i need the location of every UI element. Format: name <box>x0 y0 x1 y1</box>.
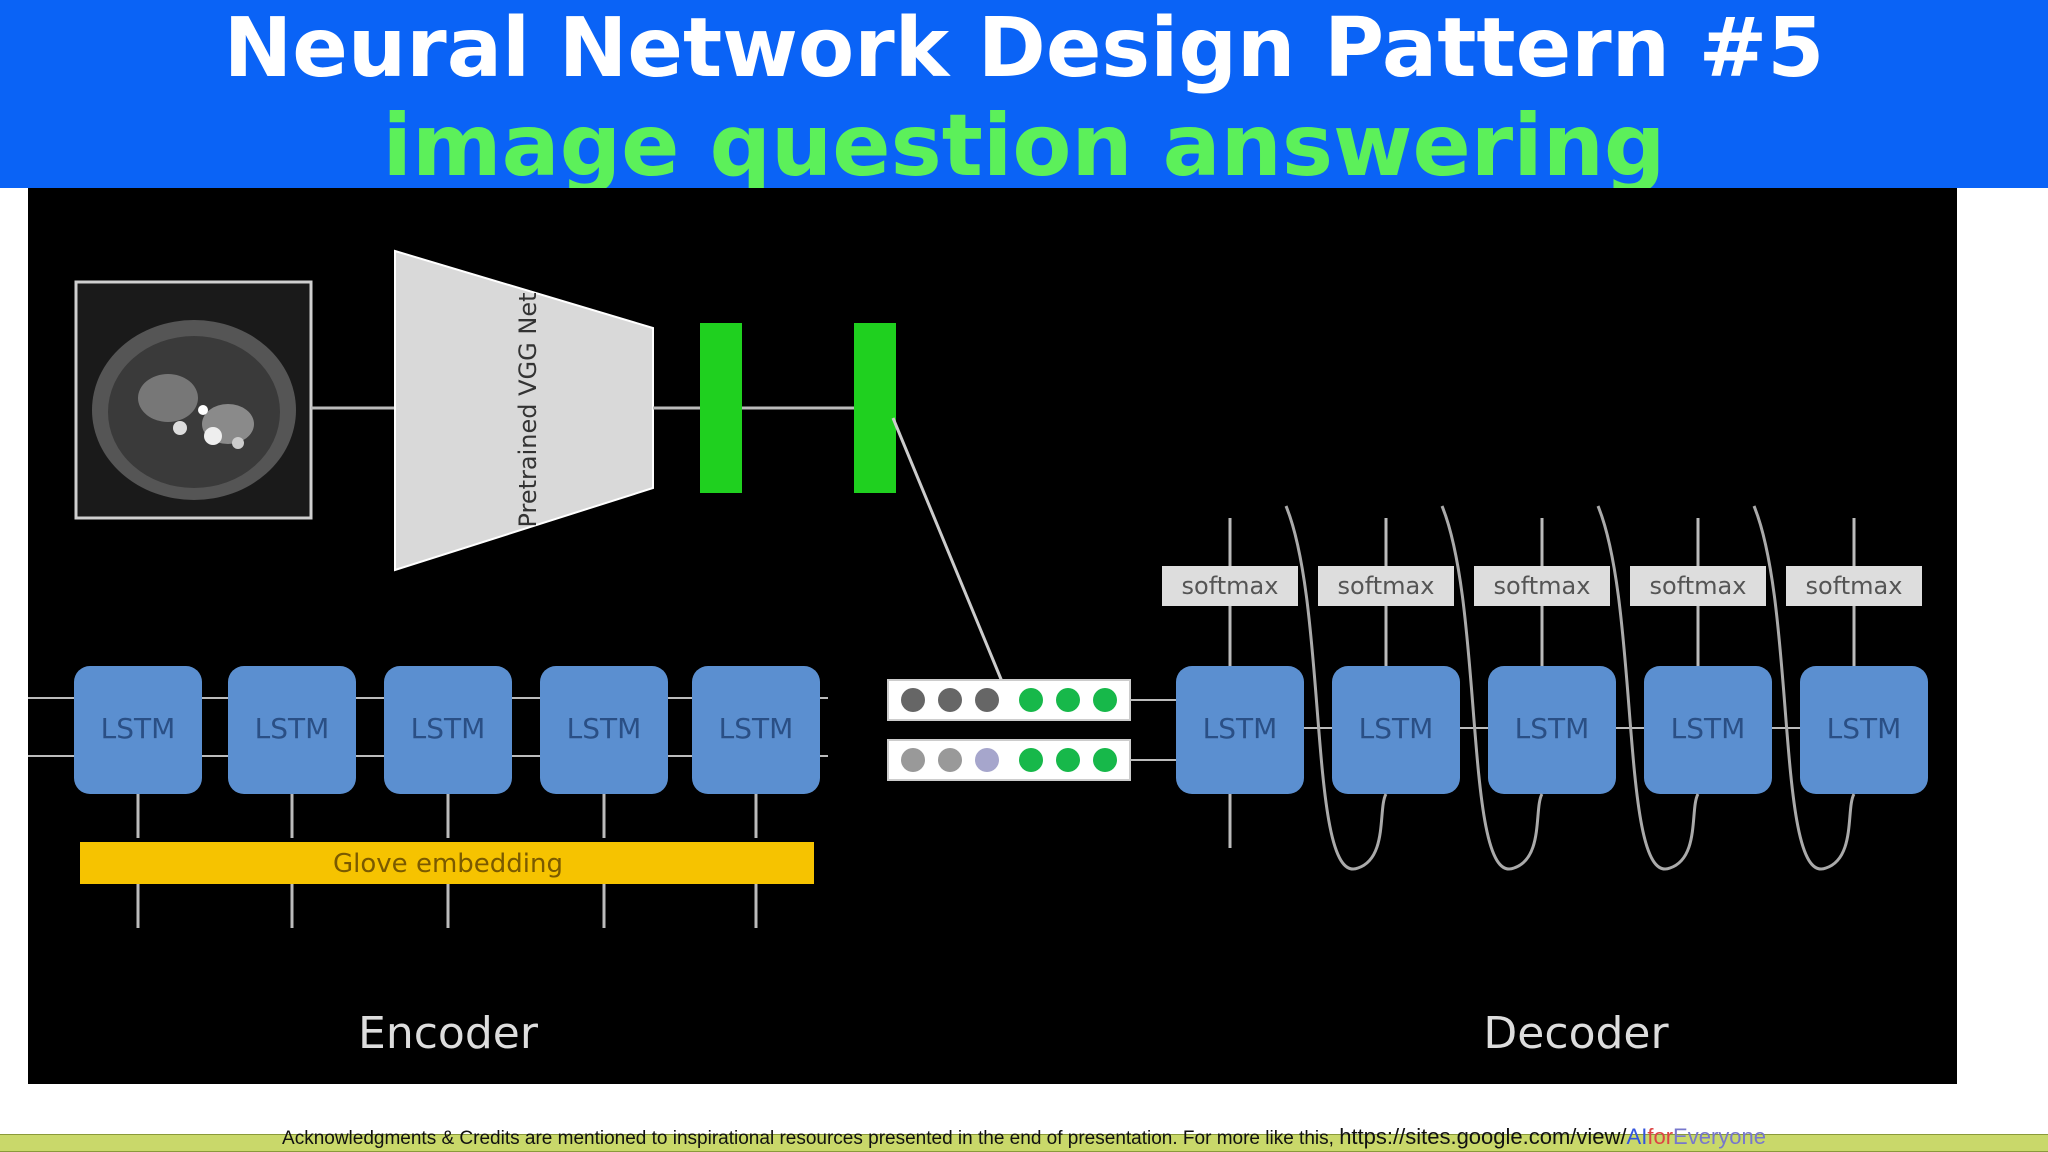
slide-subtitle: image question answering <box>382 96 1666 196</box>
softmax-box-2 <box>1318 566 1454 606</box>
svg-text:LSTM: LSTM <box>255 712 330 745</box>
softmax-box-5 <box>1786 566 1922 606</box>
svg-text:softmax: softmax <box>1650 572 1747 600</box>
svg-text:softmax: softmax <box>1182 572 1279 600</box>
svg-text:LSTM: LSTM <box>719 712 794 745</box>
svg-text:softmax: softmax <box>1494 572 1591 600</box>
decoder-lstm-4 <box>1644 666 1772 794</box>
encoder-lstm-4 <box>540 666 668 794</box>
decoder-lstm-3 <box>1488 666 1616 794</box>
encoder-lstm-3 <box>384 666 512 794</box>
diagram-panel: Pretrained VGG Net LSTM LSTM LSTM LSTM L… <box>28 188 1957 1084</box>
softmax-box-3 <box>1474 566 1610 606</box>
decoder-label: Decoder <box>1483 1008 1669 1059</box>
header-bar: Neural Network Design Pattern #5 image q… <box>0 0 2048 196</box>
input-image <box>74 280 313 520</box>
footer-url[interactable]: https://sites.google.com/view/AIforEvery… <box>1339 1124 1766 1149</box>
encoder-label: Encoder <box>358 1008 539 1059</box>
decoder-lstm-1 <box>1176 666 1304 794</box>
svg-text:LSTM: LSTM <box>1671 712 1746 745</box>
svg-text:LSTM: LSTM <box>1827 712 1902 745</box>
svg-text:softmax: softmax <box>1338 572 1435 600</box>
vqa-architecture-diagram: Pretrained VGG Net LSTM LSTM LSTM LSTM L… <box>28 249 1928 1059</box>
cnn-block: Pretrained VGG Net <box>394 249 654 572</box>
cnn-label: Pretrained VGG Net <box>514 292 542 527</box>
encoder-lstm-1 <box>74 666 202 794</box>
decoder: LSTM LSTM LSTM LSTM LSTM softmax softmax… <box>1162 505 1928 871</box>
svg-text:LSTM: LSTM <box>101 712 176 745</box>
encoder-lstm-5 <box>692 666 820 794</box>
svg-text:LSTM: LSTM <box>1203 712 1278 745</box>
fc-layer-2 <box>854 323 896 493</box>
svg-text:LSTM: LSTM <box>567 712 642 745</box>
decoder-lstm-5 <box>1800 666 1928 794</box>
softmax-box-1 <box>1162 566 1298 606</box>
svg-text:LSTM: LSTM <box>1515 712 1590 745</box>
decoder-lstm-2 <box>1332 666 1460 794</box>
encoder: LSTM LSTM LSTM LSTM LSTM <box>28 666 828 838</box>
svg-text:LSTM: LSTM <box>1359 712 1434 745</box>
slide-title: Neural Network Design Pattern #5 <box>223 1 1825 96</box>
footer-credits: Acknowledgments & Credits are mentioned … <box>282 1124 1766 1149</box>
thought-vector <box>887 679 1131 781</box>
embedding-label: Glove embedding <box>333 849 563 879</box>
softmax-box-4 <box>1630 566 1766 606</box>
svg-text:LSTM: LSTM <box>411 712 486 745</box>
fc-layer-1 <box>700 323 742 493</box>
embedding-layer: Glove embedding <box>80 842 814 928</box>
svg-text:softmax: softmax <box>1806 572 1903 600</box>
encoder-lstm-2 <box>228 666 356 794</box>
